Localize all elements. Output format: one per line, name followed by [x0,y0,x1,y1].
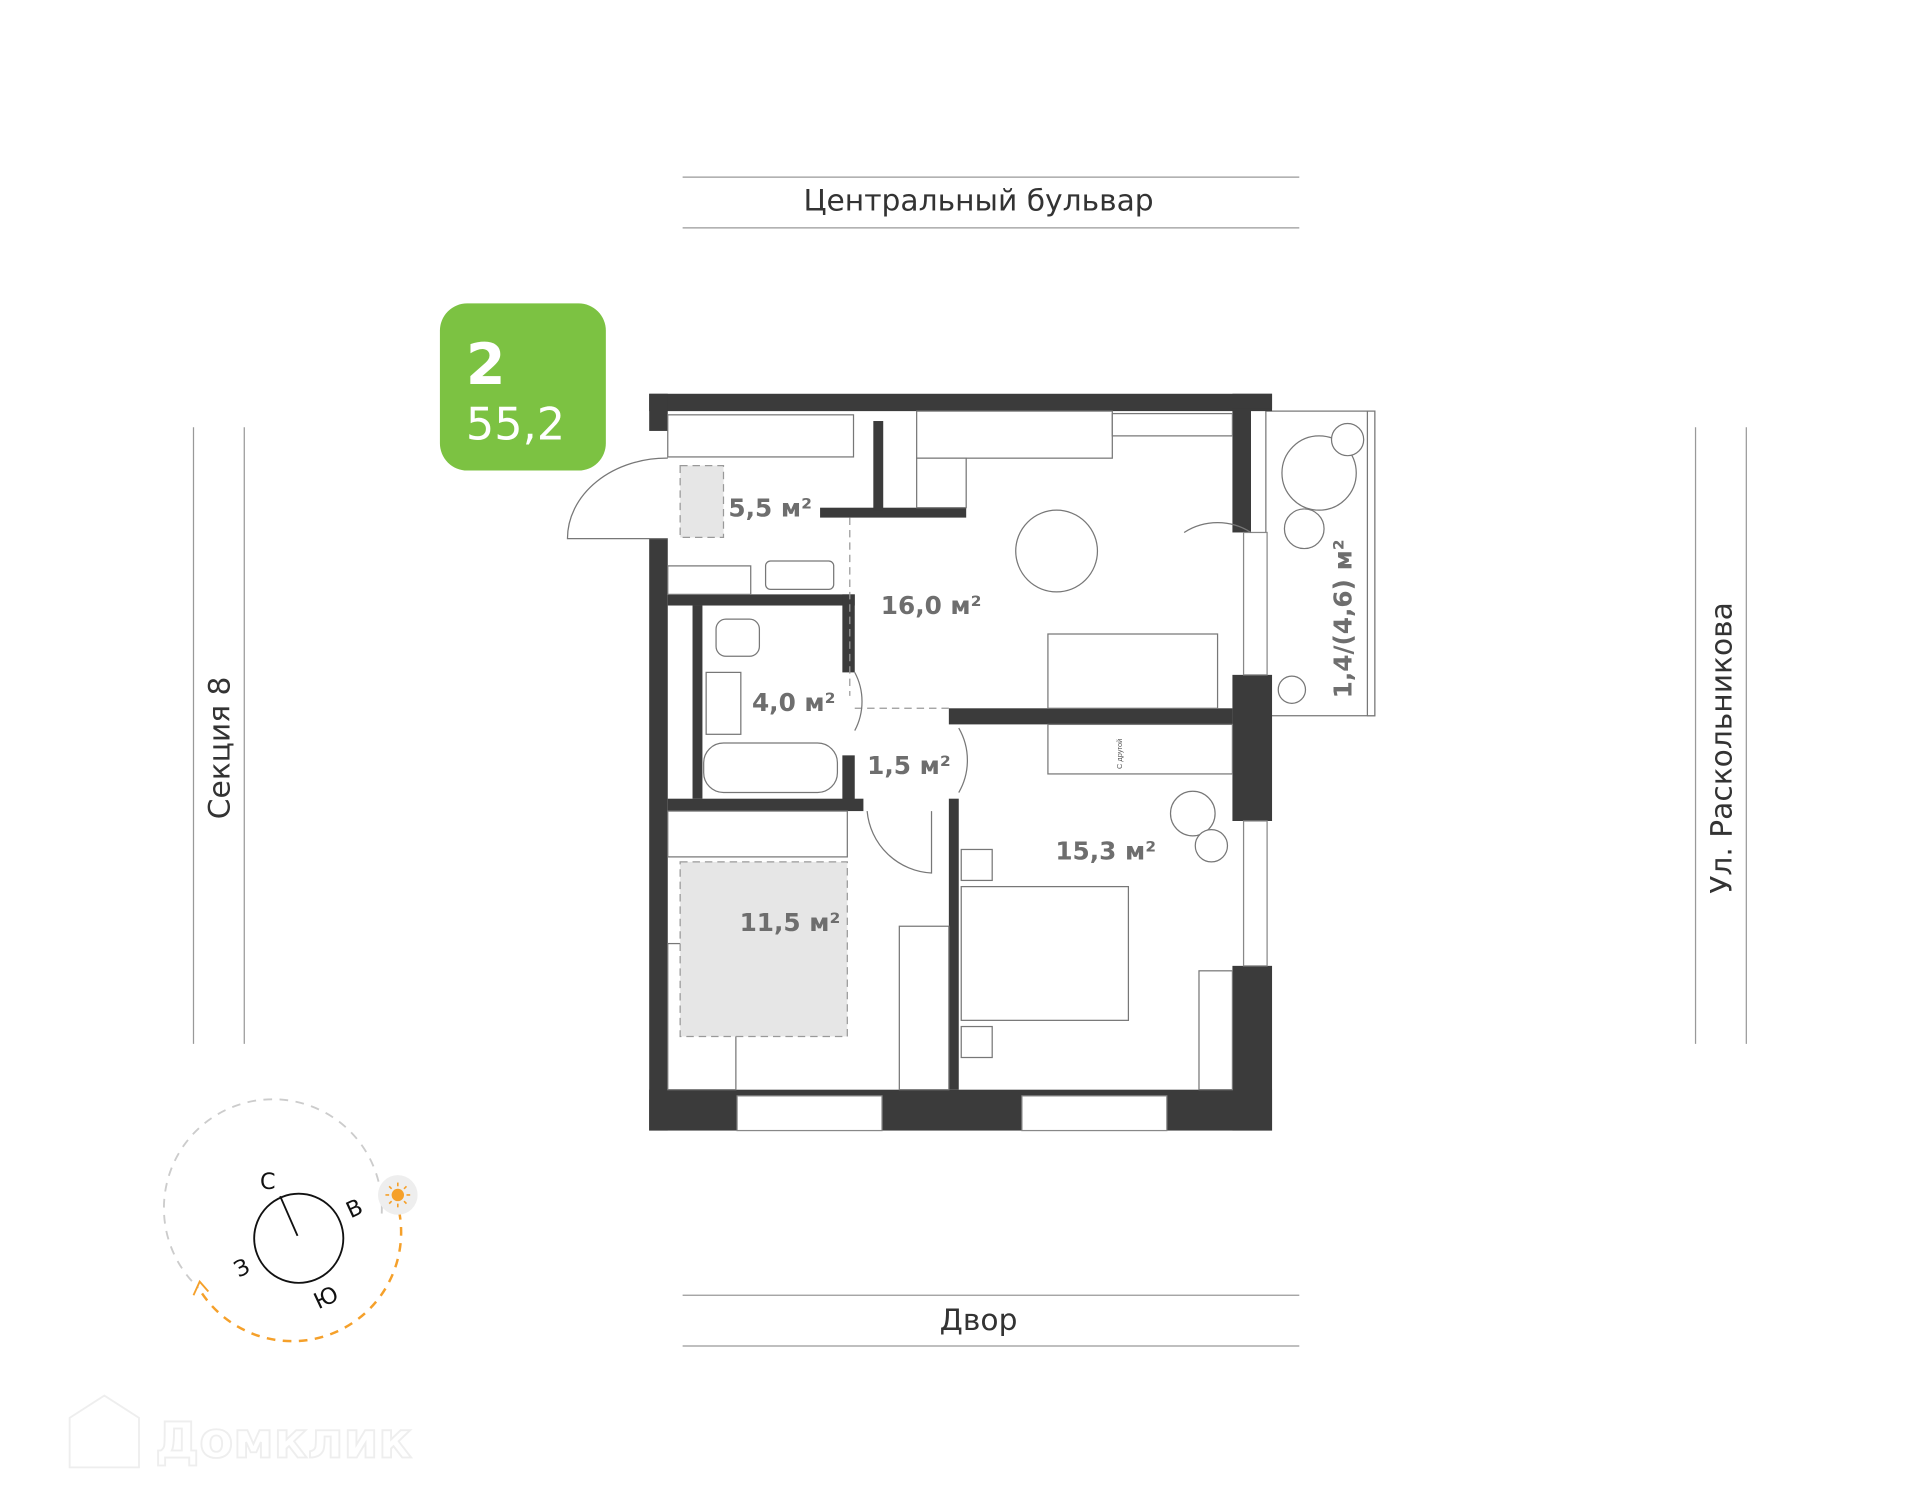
room-area-balcony: 1,4/(4,6) м² [1328,539,1357,698]
total-area: 55,2 [466,399,565,451]
wardrobe-note: С другой [1115,739,1124,769]
street-top: Центральный бульвар [682,176,1300,229]
watermark-logo: Домклик [68,1394,413,1470]
street-left: Секция 8 [192,427,245,1044]
street-top-label: Центральный бульвар [803,184,1153,219]
room-area-bedroom: 15,3 м² [1055,836,1156,865]
sun-icon [378,1175,418,1215]
apartment-badge: 2 55,2 [439,303,606,471]
room-area-corridor: 1,5 м² [867,751,951,780]
room-labels: 5,5 м² 16,0 м² 4,0 м² 1,5 м² 15,3 м² 11,… [728,493,1357,937]
street-bottom-label: Двор [940,1303,1018,1338]
rooms-count: 2 [466,332,506,398]
compass-north: С [260,1169,276,1195]
street-bottom: Двор [682,1294,1300,1347]
watermark-text: Домклик [155,1411,412,1469]
furniture: С другой [566,410,1252,1091]
room-area-kitchen-living: 16,0 м² [881,591,982,620]
room-area-hall: 5,5 м² [728,493,812,522]
compass: С В Ю З [163,1098,418,1343]
walls [649,393,1273,1132]
compass-west: З [230,1254,254,1284]
street-left-label: Секция 8 [202,677,237,820]
street-right: Ул. Раскольникова [1694,427,1747,1044]
room-area-kids-room: 11,5 м² [740,908,841,937]
compass-east: В [342,1194,367,1224]
street-right-label: Ул. Раскольникова [1704,602,1739,894]
balcony [1265,410,1376,717]
room-area-bathroom: 4,0 м² [752,688,836,717]
compass-south: Ю [310,1281,343,1315]
